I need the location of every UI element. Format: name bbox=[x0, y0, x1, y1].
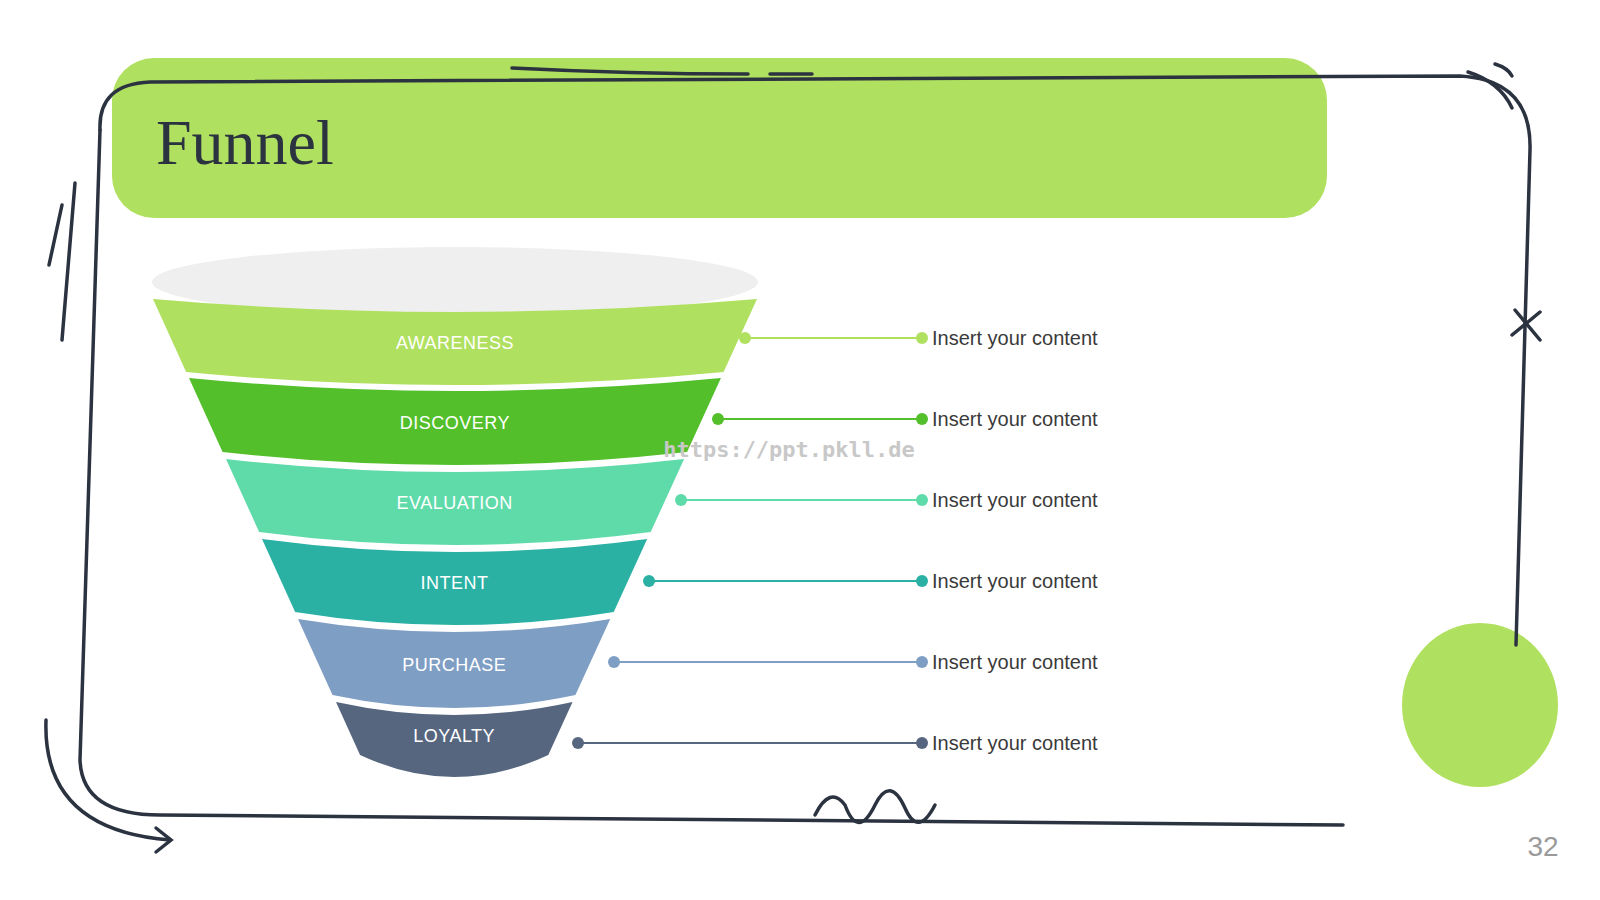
band-fill bbox=[153, 299, 757, 385]
page-number: 32 bbox=[1527, 831, 1558, 863]
band-label: EVALUATION bbox=[226, 493, 684, 514]
leader-line bbox=[578, 742, 922, 744]
funnel-band: PURCHASE bbox=[298, 619, 610, 708]
leader-dot bbox=[916, 494, 928, 506]
leader-dot bbox=[916, 575, 928, 587]
funnel-band: EVALUATION bbox=[226, 459, 684, 545]
band-label: PURCHASE bbox=[298, 655, 610, 676]
band-fill bbox=[262, 539, 647, 625]
funnel-band: DISCOVERY bbox=[189, 378, 721, 465]
band-label: LOYALTY bbox=[336, 726, 573, 747]
leader-line bbox=[649, 580, 922, 582]
hand-drawn-frame bbox=[46, 64, 1540, 852]
content-text: Insert your content bbox=[932, 327, 1098, 350]
green-blob bbox=[1402, 623, 1558, 787]
watermark: https://ppt.pkll.de bbox=[663, 437, 915, 462]
leader-dot bbox=[916, 332, 928, 344]
band-label: AWARENESS bbox=[153, 333, 757, 354]
leader-line bbox=[681, 499, 922, 501]
leader-dot bbox=[643, 575, 655, 587]
band-fill bbox=[336, 702, 573, 777]
band-label: DISCOVERY bbox=[189, 413, 721, 434]
leader-line bbox=[718, 418, 922, 420]
funnel-band: INTENT bbox=[262, 539, 647, 625]
leader-dot bbox=[916, 737, 928, 749]
leader-dot bbox=[608, 656, 620, 668]
leader-dot bbox=[916, 413, 928, 425]
funnel-band: AWARENESS bbox=[153, 299, 757, 385]
band-fill bbox=[298, 619, 610, 708]
funnel-band: LOYALTY bbox=[336, 702, 573, 777]
content-text: Insert your content bbox=[932, 408, 1098, 431]
leader-dot bbox=[572, 737, 584, 749]
band-fill bbox=[189, 378, 721, 465]
band-label: INTENT bbox=[262, 573, 647, 594]
leader-dot bbox=[675, 494, 687, 506]
leader-line bbox=[614, 661, 922, 663]
content-text: Insert your content bbox=[932, 489, 1098, 512]
slide-title: Funnel bbox=[156, 106, 334, 180]
content-text: Insert your content bbox=[932, 570, 1098, 593]
content-text: Insert your content bbox=[932, 732, 1098, 755]
leader-dot bbox=[916, 656, 928, 668]
leader-line bbox=[745, 337, 922, 339]
leader-dot bbox=[712, 413, 724, 425]
content-text: Insert your content bbox=[932, 651, 1098, 674]
band-fill bbox=[226, 459, 684, 545]
